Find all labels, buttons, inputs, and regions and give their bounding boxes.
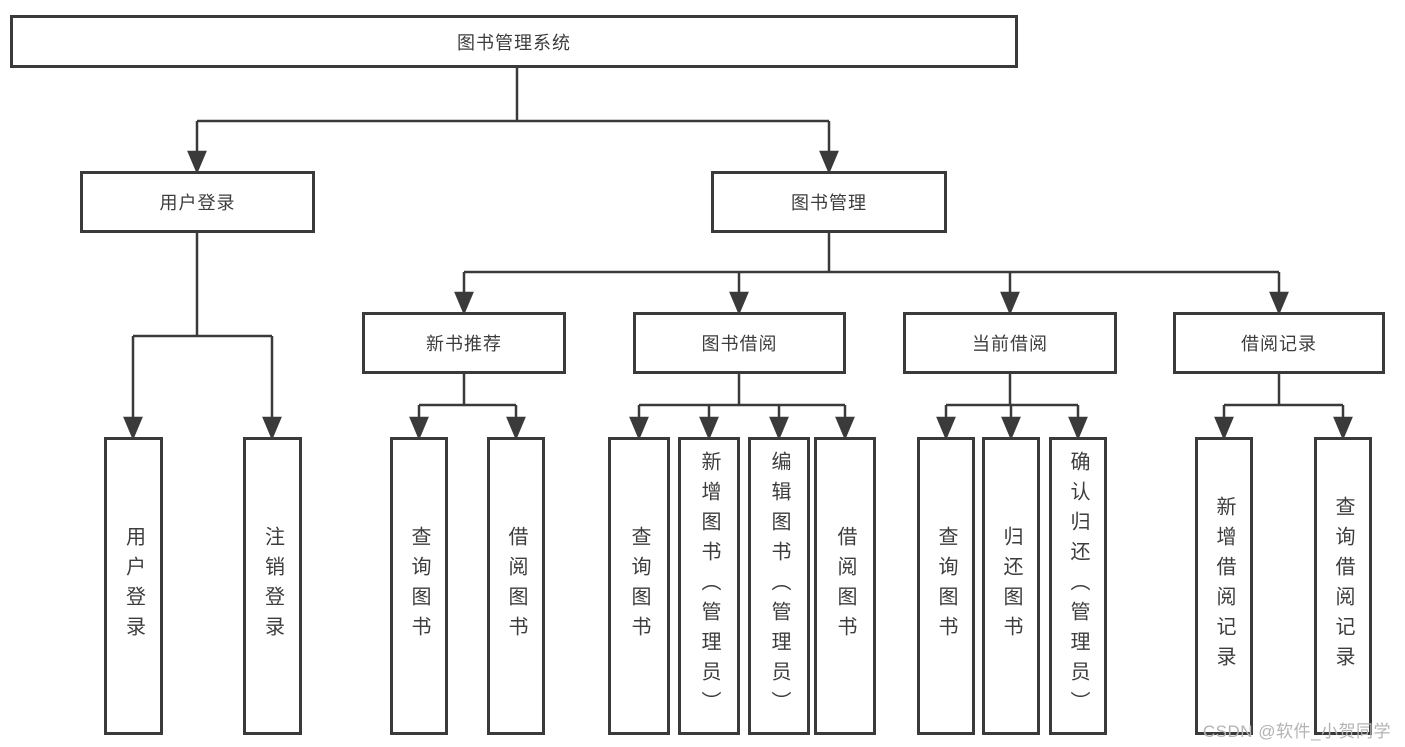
node-book-borrow: 图书借阅 bbox=[633, 312, 846, 374]
leaf-label: 归还图书 bbox=[1000, 526, 1022, 646]
leaf-query-borrow-record: 查询借阅记录 bbox=[1314, 437, 1372, 735]
leaf-label: 查询图书 bbox=[408, 526, 430, 646]
leaf-label: 查询图书 bbox=[935, 526, 957, 646]
watermark: CSDN @软件_小贺同学 bbox=[1202, 722, 1391, 741]
leaf-query-book-1: 查询图书 bbox=[390, 437, 448, 735]
node-new-book-recommend: 新书推荐 bbox=[362, 312, 566, 374]
leaf-label: 确认归还（管理员） bbox=[1067, 451, 1089, 721]
leaf-confirm-return-admin: 确认归还（管理员） bbox=[1049, 437, 1107, 735]
leaf-logout: 注销登录 bbox=[243, 437, 302, 735]
leaf-label: 注销登录 bbox=[261, 526, 284, 646]
leaf-user-login: 用户登录 bbox=[104, 437, 163, 735]
leaf-label: 用户登录 bbox=[122, 526, 145, 646]
leaf-borrow-book-1: 借阅图书 bbox=[487, 437, 545, 735]
leaf-add-borrow-record: 新增借阅记录 bbox=[1195, 437, 1253, 735]
leaf-label: 查询图书 bbox=[628, 526, 650, 646]
node-current-borrow: 当前借阅 bbox=[903, 312, 1117, 374]
leaf-label: 借阅图书 bbox=[505, 526, 527, 646]
leaf-edit-book-admin: 编辑图书（管理员） bbox=[748, 437, 810, 735]
node-borrow-record: 借阅记录 bbox=[1173, 312, 1385, 374]
node-user-login: 用户登录 bbox=[80, 171, 315, 233]
leaf-add-book-admin: 新增图书（管理员） bbox=[678, 437, 740, 735]
leaf-label: 编辑图书（管理员） bbox=[768, 451, 790, 721]
leaf-label: 新增图书（管理员） bbox=[698, 451, 720, 721]
leaf-query-book-3: 查询图书 bbox=[917, 437, 975, 735]
node-root-library-system: 图书管理系统 bbox=[10, 15, 1018, 68]
leaf-label: 借阅图书 bbox=[834, 526, 856, 646]
leaf-query-book-2: 查询图书 bbox=[608, 437, 670, 735]
leaf-return-book: 归还图书 bbox=[982, 437, 1040, 735]
leaf-borrow-book-2: 借阅图书 bbox=[814, 437, 876, 735]
leaf-label: 查询借阅记录 bbox=[1332, 496, 1354, 676]
leaf-label: 新增借阅记录 bbox=[1213, 496, 1235, 676]
node-book-management: 图书管理 bbox=[711, 171, 947, 233]
